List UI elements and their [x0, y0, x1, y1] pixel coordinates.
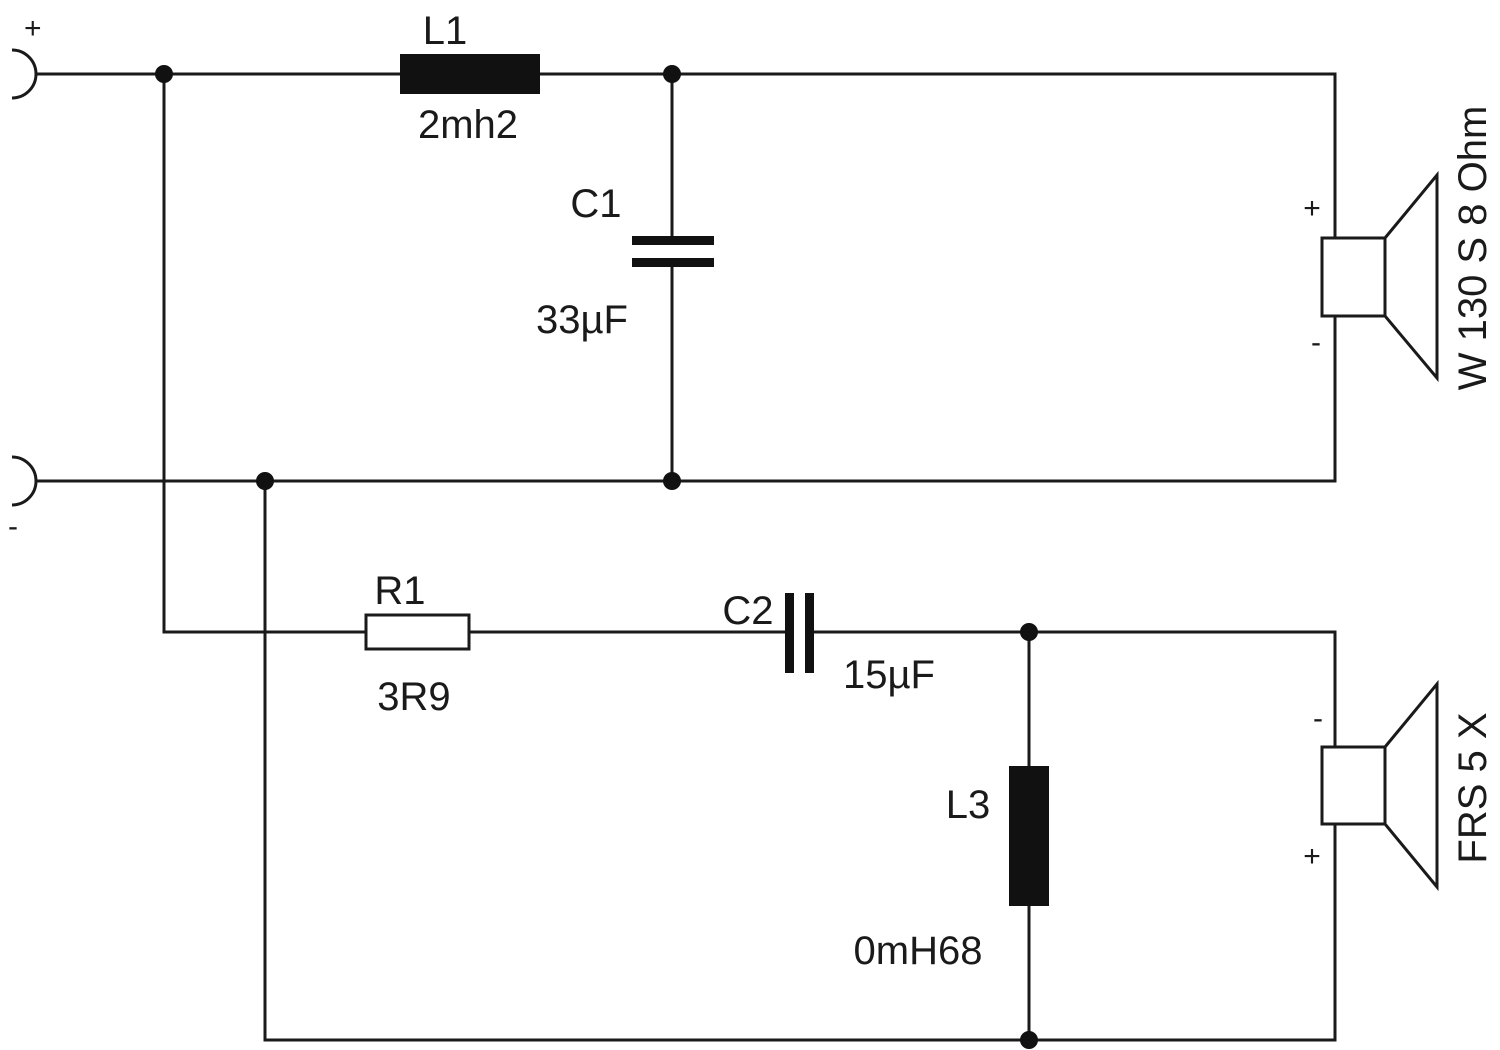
resistor-r1-designator: R1 [374, 569, 425, 613]
junction-top-left [155, 65, 173, 83]
junction-nodes [155, 65, 1038, 1049]
inductor-l3: L3 0mH68 [854, 766, 1049, 973]
inductor-l3-body [1009, 766, 1049, 906]
inductor-l1-value: 2mh2 [418, 103, 518, 147]
speaker-fullrange-name: FRS 5 X [1451, 712, 1495, 863]
inductor-l1-body [400, 54, 540, 94]
speaker-woofer-minus-sign: - [1311, 326, 1321, 359]
capacitor-c2-plate-left [785, 593, 794, 673]
speaker-woofer: + - W 130 S 8 Ohm [1303, 106, 1495, 391]
inductor-l1-designator: L1 [423, 9, 468, 53]
speaker-fullrange: - + FRS 5 X [1303, 679, 1495, 892]
capacitor-c1-designator: C1 [570, 182, 621, 226]
speaker-fullrange-magnet [1320, 745, 1387, 826]
speaker-woofer-cone [1383, 170, 1439, 383]
capacitor-c1-plate-bottom [632, 258, 714, 267]
inductor-l3-designator: L3 [946, 783, 991, 827]
speaker-fullrange-plus-sign: + [1303, 840, 1321, 873]
capacitor-c2-plate-right [805, 593, 814, 673]
junction-top-c1 [663, 65, 681, 83]
input-terminal-positive [11, 48, 38, 100]
inductor-l3-value: 0mH68 [854, 929, 983, 973]
resistor-r1-value: 3R9 [377, 675, 450, 719]
capacitor-c1-plate-top [632, 236, 714, 245]
capacitor-c1: C1 33µF [536, 182, 714, 342]
resistor-r1-body [364, 613, 471, 651]
junction-bottom-l3 [1020, 1031, 1038, 1049]
inductor-l1: L1 2mh2 [400, 9, 540, 147]
input-positive-sign: + [24, 12, 42, 45]
capacitor-c2-designator: C2 [722, 589, 773, 633]
junction-c2-l3 [1020, 623, 1038, 641]
wires [34, 72, 1337, 1042]
junction-negative-left [256, 472, 274, 490]
junction-negative-c1 [663, 472, 681, 490]
speaker-fullrange-minus-sign: - [1313, 702, 1323, 735]
speaker-woofer-magnet [1320, 236, 1387, 318]
speaker-fullrange-cone [1383, 679, 1439, 892]
input-negative-sign: - [8, 510, 18, 543]
capacitor-c2-value: 15µF [843, 653, 935, 697]
speaker-woofer-plus-sign: + [1303, 192, 1321, 225]
capacitor-c2: C2 15µF [722, 589, 935, 697]
resistor-r1: R1 3R9 [364, 569, 471, 719]
speaker-woofer-name: W 130 S 8 Ohm [1451, 106, 1495, 391]
input-terminal-negative [11, 455, 38, 507]
capacitor-c1-value: 33µF [536, 298, 628, 342]
